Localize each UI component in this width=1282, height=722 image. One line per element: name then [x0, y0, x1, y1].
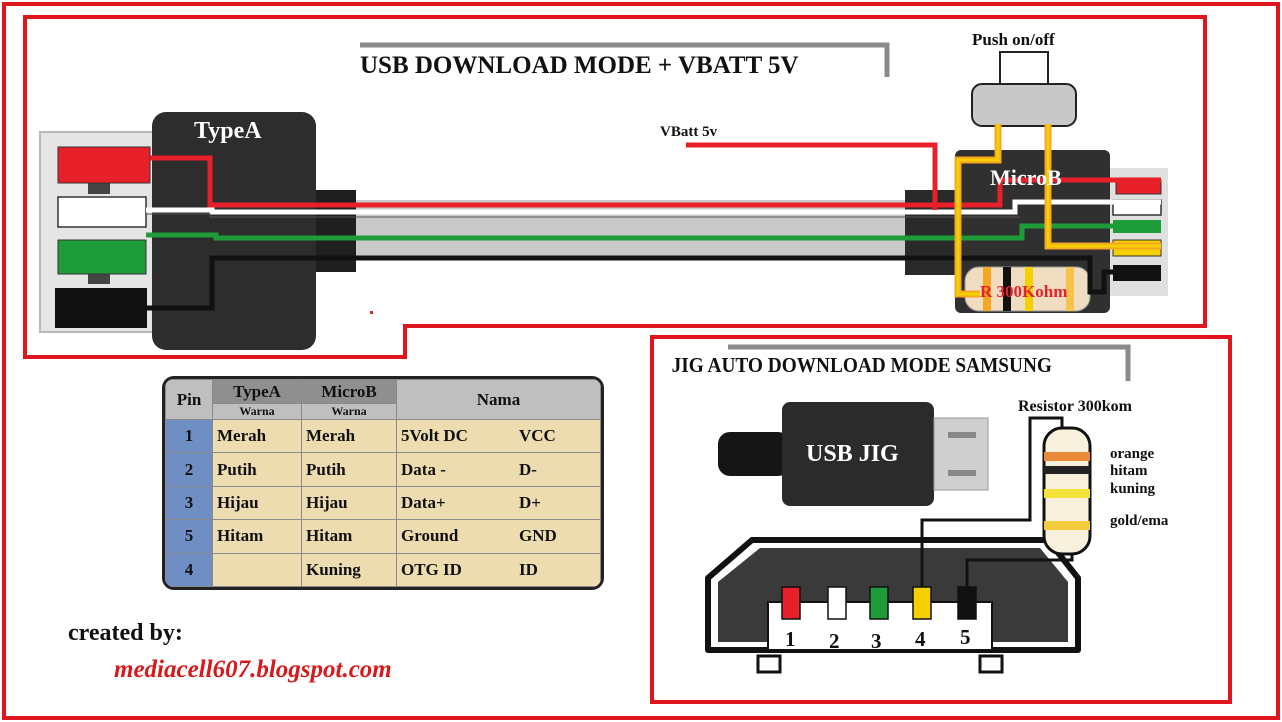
typea-pin-white — [57, 196, 147, 228]
usb-jig-body — [782, 402, 934, 506]
jig-pin-number-1: 1 — [785, 627, 796, 651]
header-microb: MicroB — [301, 379, 397, 404]
band-label-kuning: kuning — [1110, 481, 1156, 497]
jig-pin-number-3: 3 — [871, 629, 882, 653]
header-typea: TypeA — [212, 379, 302, 404]
code-cell: D- — [515, 452, 601, 487]
microb-color-cell: Merah — [301, 418, 397, 454]
typea-pin-green — [57, 239, 147, 275]
code-cell: D+ — [515, 485, 601, 521]
header-typea-warna: Warna — [212, 403, 302, 420]
typea-color-cell — [212, 552, 302, 587]
resistor-top-label: R 300Kohm — [980, 282, 1067, 301]
jig-title: JIG AUTO DOWNLOAD MODE SAMSUNG — [672, 354, 1053, 377]
pin-cell: 4 — [165, 552, 213, 587]
top-panel-frame — [23, 15, 1207, 359]
header-nama: Nama — [396, 379, 601, 420]
jig-wire-pin4 — [920, 416, 1064, 587]
wire-black — [147, 255, 1161, 311]
microb-color-cell: Hitam — [301, 519, 397, 554]
push-label: Push on/off — [972, 30, 1055, 49]
band-label-hitam: hitam — [1110, 463, 1148, 479]
code-cell: VCC — [515, 418, 601, 454]
pin-cell: 3 — [165, 485, 213, 521]
jig-pin-number-2: 2 — [829, 629, 840, 653]
jig-pin-2 — [827, 586, 847, 620]
jig-pin-number-4: 4 — [915, 627, 926, 651]
typea-color-cell: Hitam — [212, 519, 302, 554]
usb-jig-cable — [718, 432, 790, 476]
microb-label: MicroB — [990, 165, 1062, 190]
wire-vbatt — [686, 142, 938, 210]
microb-color-cell: Putih — [301, 452, 397, 487]
typea-body — [152, 112, 316, 350]
nama-cell: OTG ID — [396, 552, 515, 587]
typea-color-cell: Putih — [212, 452, 302, 487]
usb-jig-label: USB JIG — [806, 441, 899, 467]
microb-color-cell: Hijau — [301, 485, 397, 521]
nama-cell: 5Volt DC — [396, 418, 515, 454]
pin-cell: 1 — [165, 418, 213, 454]
microb-color-cell: Kuning — [301, 552, 397, 587]
jig-pin-4 — [912, 586, 932, 620]
pin-cell: 5 — [165, 519, 213, 554]
jig-resistor-label: Resistor 300kom — [1018, 398, 1133, 415]
usb-jig-plug — [933, 417, 989, 491]
push-button-body — [971, 83, 1077, 127]
table-row: 5 Hitam Hitam Ground GND — [165, 519, 601, 554]
top-title: USB DOWNLOAD MODE + VBATT 5V — [360, 52, 799, 79]
jig-pin-number-5: 5 — [960, 625, 971, 649]
push-button-cap — [999, 51, 1049, 87]
header-microb-warna: Warna — [301, 403, 397, 420]
pin-table: Pin TypeA MicroB Nama Warna Warna 1 Mera… — [162, 376, 604, 590]
typea-color-cell: Merah — [212, 418, 302, 454]
typea-label: TypeA — [194, 118, 262, 144]
created-by-label: created by: — [68, 620, 183, 646]
table-row: 1 Merah Merah 5Volt DC VCC — [165, 418, 601, 454]
usb-cable — [356, 200, 908, 260]
band-label-orange: orange — [1110, 446, 1155, 462]
code-cell: GND — [515, 519, 601, 554]
wire-red — [150, 155, 1161, 208]
jig-pin-3 — [869, 586, 889, 620]
vbatt-label: VBatt 5v — [660, 124, 718, 140]
typea-color-cell: Hijau — [212, 485, 302, 521]
typea-pin-black — [55, 288, 147, 328]
typea-pin-red — [57, 146, 151, 184]
nama-cell: Data - — [396, 452, 515, 487]
nama-cell: Ground — [396, 519, 515, 554]
nama-cell: Data+ — [396, 485, 515, 521]
jig-pin-1 — [781, 586, 801, 620]
wire-white — [146, 199, 1161, 215]
band-label-gold: gold/ema — [1110, 513, 1169, 529]
jig-panel-frame — [650, 335, 1232, 704]
header-pin: Pin — [165, 379, 213, 420]
jig-pin-5 — [957, 586, 977, 620]
site-credit: mediacell607.blogspot.com — [114, 656, 392, 683]
code-cell: ID — [515, 552, 601, 587]
table-row: 3 Hijau Hijau Data+ D+ — [165, 485, 601, 521]
pin-cell: 2 — [165, 452, 213, 487]
table-row: 4 Kuning OTG ID ID — [165, 552, 601, 587]
table-row: 2 Putih Putih Data - D- — [165, 452, 601, 487]
